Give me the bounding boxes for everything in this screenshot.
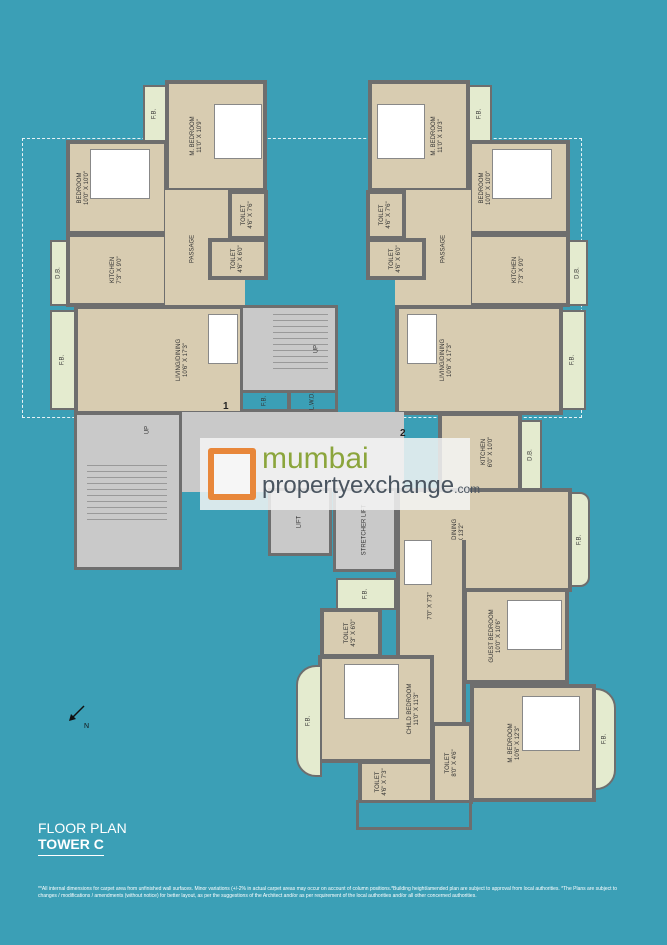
- room-label: UP: [313, 344, 320, 354]
- mpe-logo-icon: [208, 448, 256, 500]
- room-label: F.B.: [151, 108, 158, 120]
- flower-bed: F.B.: [560, 310, 586, 410]
- room-label: D.B.: [55, 267, 62, 279]
- watermark: mumbai propertyexchange.com: [200, 438, 480, 510]
- staircase: UP: [74, 412, 182, 570]
- dry-balcony: D.B.: [568, 240, 588, 306]
- room-label: PASSAGE: [440, 234, 447, 263]
- room-label: F.B.: [305, 715, 312, 727]
- room-label: PASSAGE: [189, 234, 196, 263]
- bed: [492, 149, 552, 199]
- flower-bed: F.B.: [570, 492, 590, 587]
- title-line1: FLOOR PLAN: [38, 820, 127, 836]
- dining-table: [407, 314, 437, 364]
- staircase: UP: [240, 305, 338, 393]
- flower-bed: F.B.: [143, 85, 167, 143]
- bed: [377, 104, 425, 159]
- dining-table: [404, 540, 432, 585]
- flower-bed: F.B.: [50, 310, 76, 410]
- ledge: [356, 800, 472, 830]
- dining-table: [208, 314, 238, 364]
- disclaimer-note: **All internal dimensions for carpet are…: [38, 886, 618, 899]
- room-label: STRETCHER LIFT: [361, 504, 368, 556]
- bed: [522, 696, 580, 751]
- room-label: UP: [144, 426, 151, 435]
- fire-duct: F.B.: [240, 390, 290, 412]
- flat-number: 2: [400, 428, 406, 439]
- room-label: F.B.: [576, 534, 583, 545]
- watermark-word2: propertyexchange.com: [262, 472, 481, 499]
- watermark-word1: mumbai: [262, 442, 369, 475]
- north-arrow-icon: [69, 705, 85, 721]
- room-label: F.B.: [476, 108, 483, 120]
- plan-title: FLOOR PLAN TOWER C: [38, 820, 127, 856]
- room-label: F.B.: [261, 395, 268, 407]
- room-label: F.B.: [362, 588, 369, 600]
- room-label: F.B.: [601, 733, 608, 745]
- title-line2: TOWER C: [38, 836, 104, 856]
- bed: [90, 149, 150, 199]
- room-label: L.W.D.: [309, 391, 316, 411]
- room-label: F.B.: [569, 354, 576, 366]
- room-label: 7'0" X 7'3": [427, 591, 434, 620]
- dry-balcony: D.B.: [520, 420, 542, 490]
- bed: [507, 600, 562, 650]
- flower-bed: F.B.: [594, 688, 616, 790]
- bed: [344, 664, 399, 719]
- room-label: LIFT: [296, 515, 303, 529]
- room-label: D.B.: [574, 267, 581, 279]
- flower-bed: F.B.: [468, 85, 492, 143]
- north-compass: N: [66, 703, 89, 730]
- room-label: F.B.: [59, 354, 66, 366]
- lwd-duct: L.W.D.: [288, 390, 338, 412]
- flower-bed: F.B.: [296, 665, 322, 777]
- bed: [214, 104, 262, 159]
- flower-bed: F.B.: [336, 578, 396, 610]
- room-label: D.B.: [527, 449, 534, 461]
